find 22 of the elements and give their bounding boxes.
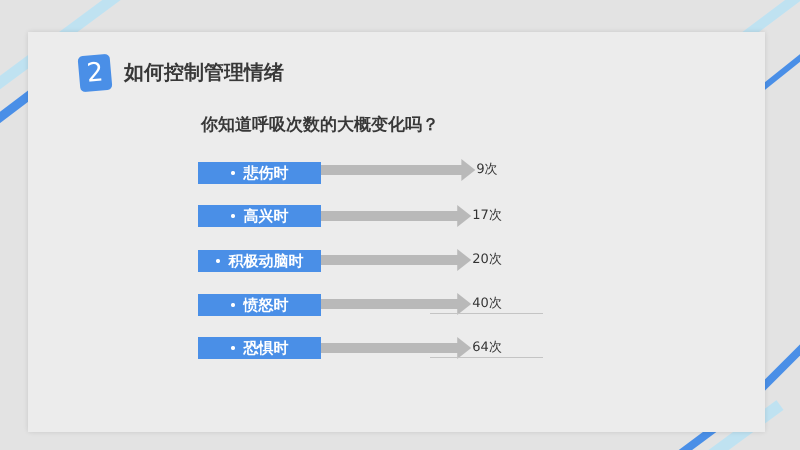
arrow <box>321 249 472 271</box>
value-text: 9次 <box>476 162 498 178</box>
question-text: 你知道呼吸次数的大概变化吗？ <box>201 114 439 136</box>
value-text: 40次 <box>472 296 502 312</box>
tag-text: 恐惧时 <box>244 339 288 357</box>
arrow <box>321 293 472 315</box>
arrow <box>321 205 472 227</box>
emotion-tag <box>198 162 321 184</box>
value-text: 64次 <box>472 340 502 356</box>
emotion-tag <box>198 250 321 272</box>
slide-title: 如何控制管理情绪 <box>124 60 284 84</box>
arrow <box>321 337 472 359</box>
emotion-tag <box>198 337 321 359</box>
tag-text: 高兴时 <box>244 207 288 225</box>
tag-text: 积极动脑时 <box>228 252 304 270</box>
tag-text: 悲伤时 <box>244 164 288 182</box>
value-text: 20次 <box>472 252 502 268</box>
emotion-tag <box>198 294 321 316</box>
tag-text: 愤怒时 <box>244 296 288 314</box>
arrow <box>321 159 476 181</box>
value-text: 17次 <box>472 208 502 224</box>
emotion-tag <box>198 205 321 227</box>
